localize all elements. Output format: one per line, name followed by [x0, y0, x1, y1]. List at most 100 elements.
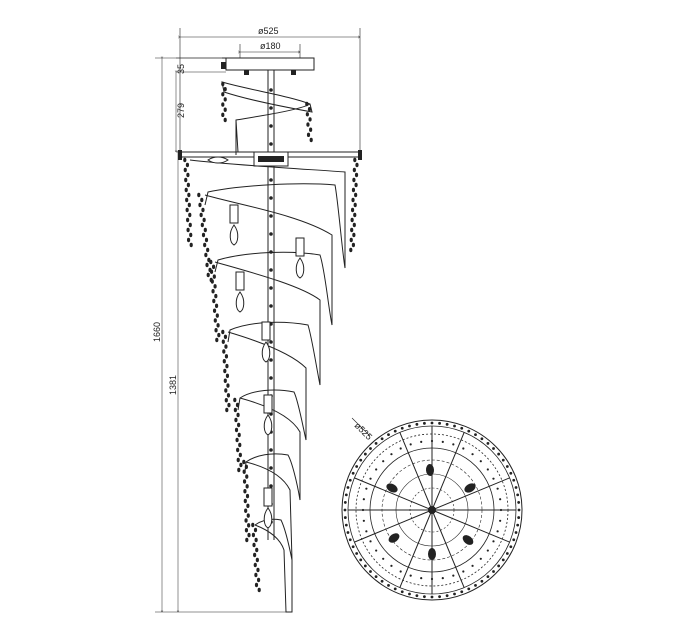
spoke-line [399, 509, 433, 588]
crystal-bead [256, 577, 261, 583]
canopy-height-label: 35 [176, 64, 186, 74]
crystal-bead [238, 452, 242, 458]
rim-bead [480, 579, 484, 583]
rim-bead [474, 433, 477, 437]
crystal-bead [244, 518, 248, 523]
inner-bead [486, 468, 489, 471]
crystal-bead [242, 459, 246, 465]
crystal-bead [234, 427, 239, 433]
crystal-bead [257, 587, 261, 593]
crystal-bead [214, 293, 218, 299]
rim-bead [408, 592, 411, 596]
canopy-width-label: ø180 [260, 41, 281, 51]
crystal-bead [200, 197, 204, 203]
rim-bead [400, 590, 404, 594]
crystal-bead [185, 207, 189, 213]
crystal-bead [214, 303, 219, 309]
crystal-bead [204, 252, 208, 258]
crystal-bead [237, 467, 241, 473]
crystal-bead [225, 407, 229, 413]
crystal-bead [309, 127, 313, 132]
crystal-bead [352, 222, 356, 228]
crystal-bead [224, 398, 228, 403]
crystal-bead [350, 207, 355, 213]
crystal-bead [221, 81, 225, 87]
rim-bead [346, 486, 350, 489]
spoke-line [431, 509, 510, 543]
dimension-overall-width: ø525 [180, 26, 360, 150]
crystal-bead [237, 432, 241, 438]
inner-bead [486, 549, 489, 552]
rim-bead [369, 447, 372, 450]
rim-bead [445, 594, 449, 598]
bulb-icon [462, 535, 474, 545]
rim-bead [512, 478, 516, 482]
inner-bead [499, 498, 502, 501]
rim-bead [351, 471, 355, 475]
inner-bead [399, 447, 402, 450]
inner-bead [399, 570, 402, 573]
rod-joint [269, 88, 273, 92]
crystal-bead [224, 388, 228, 393]
inner-bead [496, 530, 499, 533]
crystal-bead [253, 552, 257, 558]
rim-bead [374, 441, 378, 445]
rim-bead [480, 437, 484, 441]
rim-bead [517, 516, 521, 519]
crystal-bead [251, 532, 256, 538]
rim-bead [387, 433, 390, 437]
rim-bead [359, 558, 363, 562]
inner-bead [420, 440, 423, 443]
rim-bead [509, 471, 513, 475]
bulb-icon [207, 156, 229, 164]
crystal-bead [223, 107, 227, 112]
rim-bead [505, 465, 509, 468]
crystal-bead [253, 562, 257, 568]
crystal-bead [352, 167, 356, 173]
inner-bead [462, 447, 465, 450]
spoke-line [354, 477, 433, 511]
crystal-bead [217, 332, 221, 338]
plan-diameter-label: ø525 [353, 420, 375, 442]
rim-bead [516, 493, 520, 497]
crystal-bead [242, 479, 247, 484]
crystal-bead [186, 237, 191, 243]
rim-bead [497, 564, 501, 568]
rim-bead [351, 545, 355, 549]
crystal-bead [206, 272, 210, 278]
crystal-bead [209, 269, 214, 274]
crystal-bead [351, 242, 356, 248]
inner-bead [452, 443, 455, 446]
top-section-label: 279 [176, 103, 186, 118]
crystal-bead [224, 354, 229, 359]
crystal-bead [223, 117, 227, 123]
crystal-bead [203, 227, 207, 233]
crystal-bead [233, 407, 237, 413]
crystal-bead [349, 247, 353, 253]
crystal-bead [187, 192, 191, 198]
rim-bead [344, 493, 348, 497]
crystal-bead [244, 528, 249, 533]
rim-bead [363, 452, 367, 456]
rod-joint [269, 232, 273, 236]
crystal-bead [254, 582, 259, 588]
rim-bead [445, 422, 449, 426]
inner-bead [430, 577, 434, 581]
spoke-line [431, 477, 510, 511]
crystal-bead [354, 182, 358, 188]
bulb-holder [261, 321, 271, 341]
dimension-body-height: 1381 [168, 152, 178, 612]
crystal-bead [255, 547, 259, 553]
crystal-bead [224, 344, 228, 349]
rim-bead [343, 516, 347, 519]
spoke-line [399, 432, 433, 511]
rim-bead [438, 421, 441, 425]
crystal-bead [254, 572, 258, 578]
crystal-bead [198, 202, 202, 208]
rim-bead [516, 523, 520, 527]
inner-bead [409, 443, 412, 446]
crystal-bead [305, 101, 309, 107]
rim-bead [460, 426, 464, 430]
spoke-line [431, 509, 465, 588]
inner-bead [382, 460, 385, 463]
